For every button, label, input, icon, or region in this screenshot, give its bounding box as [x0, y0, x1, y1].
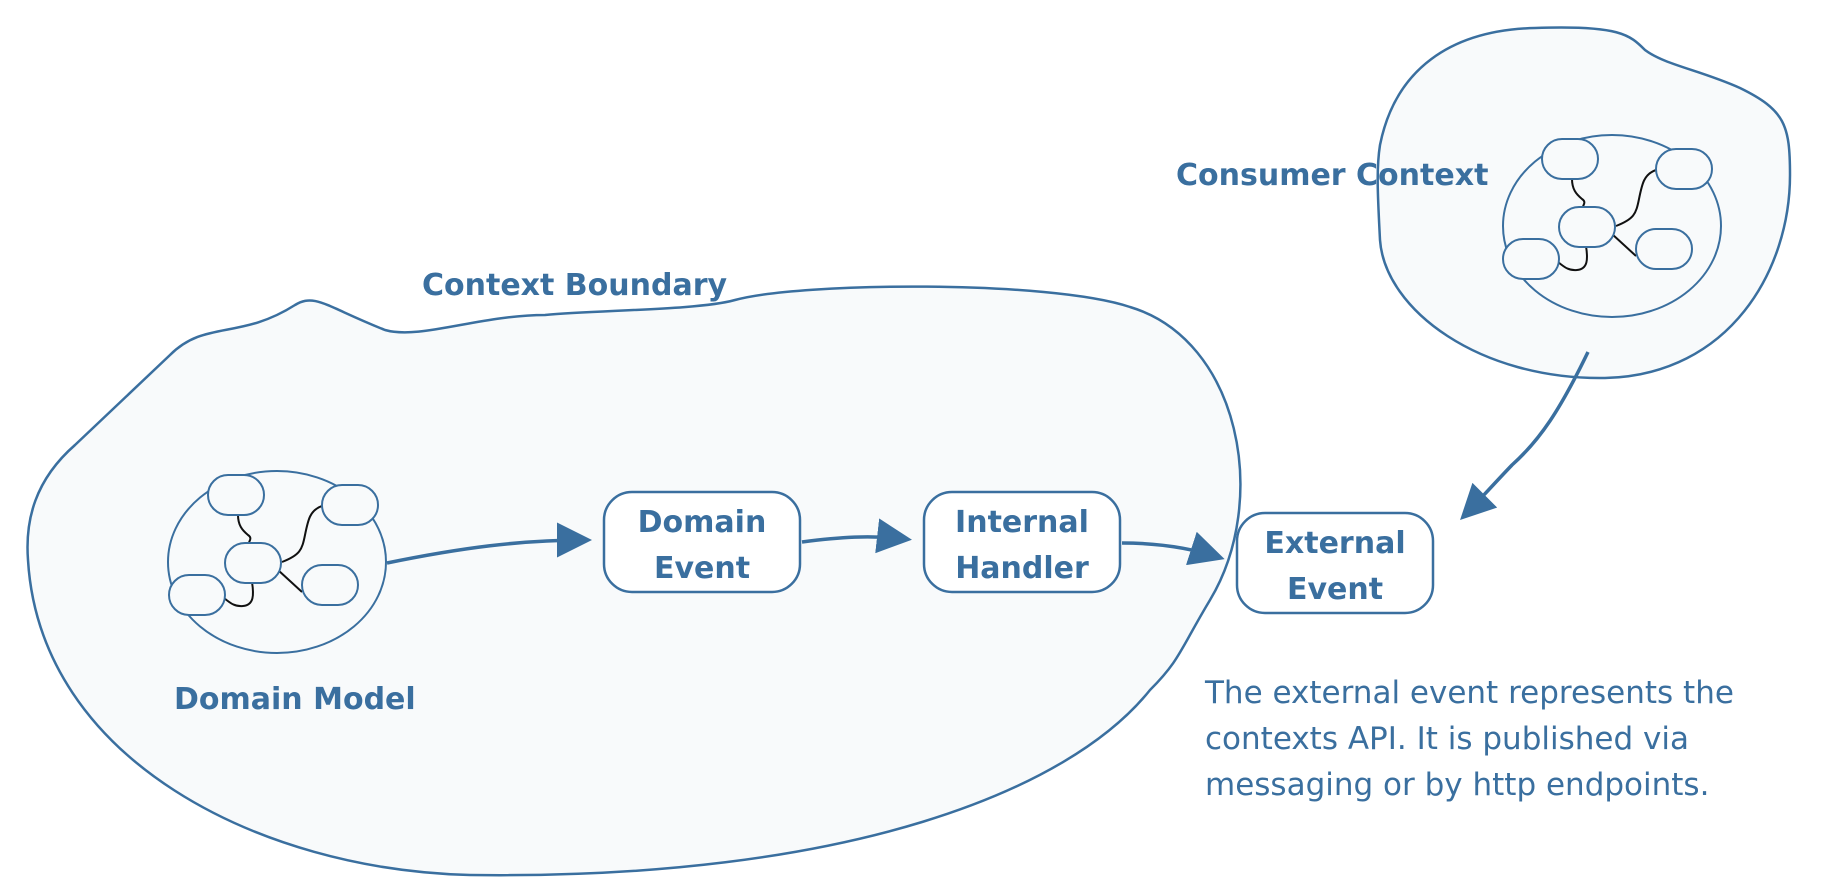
internal-handler-label-line2: Handler	[955, 551, 1089, 586]
external-event-annotation: The external event represents the contex…	[1205, 670, 1765, 808]
domain-model-node	[224, 542, 282, 584]
annotation-line: contexts API. It is published via	[1205, 721, 1689, 757]
external-event-label-line1: External	[1264, 526, 1405, 561]
domain-model-connector	[277, 569, 303, 593]
domain-event-box	[602, 490, 802, 594]
external-event-box	[1235, 511, 1435, 615]
domain-model-node	[168, 574, 226, 616]
context-boundary-label: Context Boundary	[422, 268, 728, 303]
consumer-model-connector	[1555, 245, 1588, 272]
consumer-context-label: Consumer Context	[1176, 158, 1488, 193]
domain-model-node	[301, 564, 359, 606]
domain-model-connector	[221, 581, 254, 608]
domain-model-connector	[281, 505, 323, 563]
arrow-consumer-to-external-event	[1460, 351, 1590, 520]
domain-model-node	[321, 484, 379, 526]
consumer-model-connector	[1615, 169, 1657, 227]
arrow-internal-handler-to-external-event	[1121, 531, 1225, 566]
domain-event-label-line1: Domain	[638, 505, 767, 540]
arrow-domain-model-to-domain-event	[386, 522, 592, 565]
consumer-model-node	[1541, 138, 1599, 180]
consumer-model-node	[1655, 148, 1713, 190]
consumer-model-node	[1635, 228, 1693, 270]
domain-model-label: Domain Model	[174, 682, 416, 717]
annotation-line: The external event represents the	[1205, 675, 1734, 711]
domain-model-cluster	[167, 470, 387, 654]
internal-handler-label-line1: Internal	[955, 505, 1089, 540]
consumer-model-connector	[1611, 233, 1637, 257]
domain-model-node	[207, 474, 265, 516]
arrow-domain-event-to-internal-handler	[801, 518, 912, 554]
consumer-model-cluster	[1502, 134, 1722, 318]
consumer-model-node	[1502, 238, 1560, 280]
consumer-model-node	[1558, 206, 1616, 248]
domain-event-label-line2: Event	[654, 551, 750, 586]
annotation-line: messaging or by http endpoints.	[1205, 767, 1710, 803]
internal-handler-box	[922, 490, 1122, 594]
external-event-label-line2: Event	[1287, 572, 1383, 607]
